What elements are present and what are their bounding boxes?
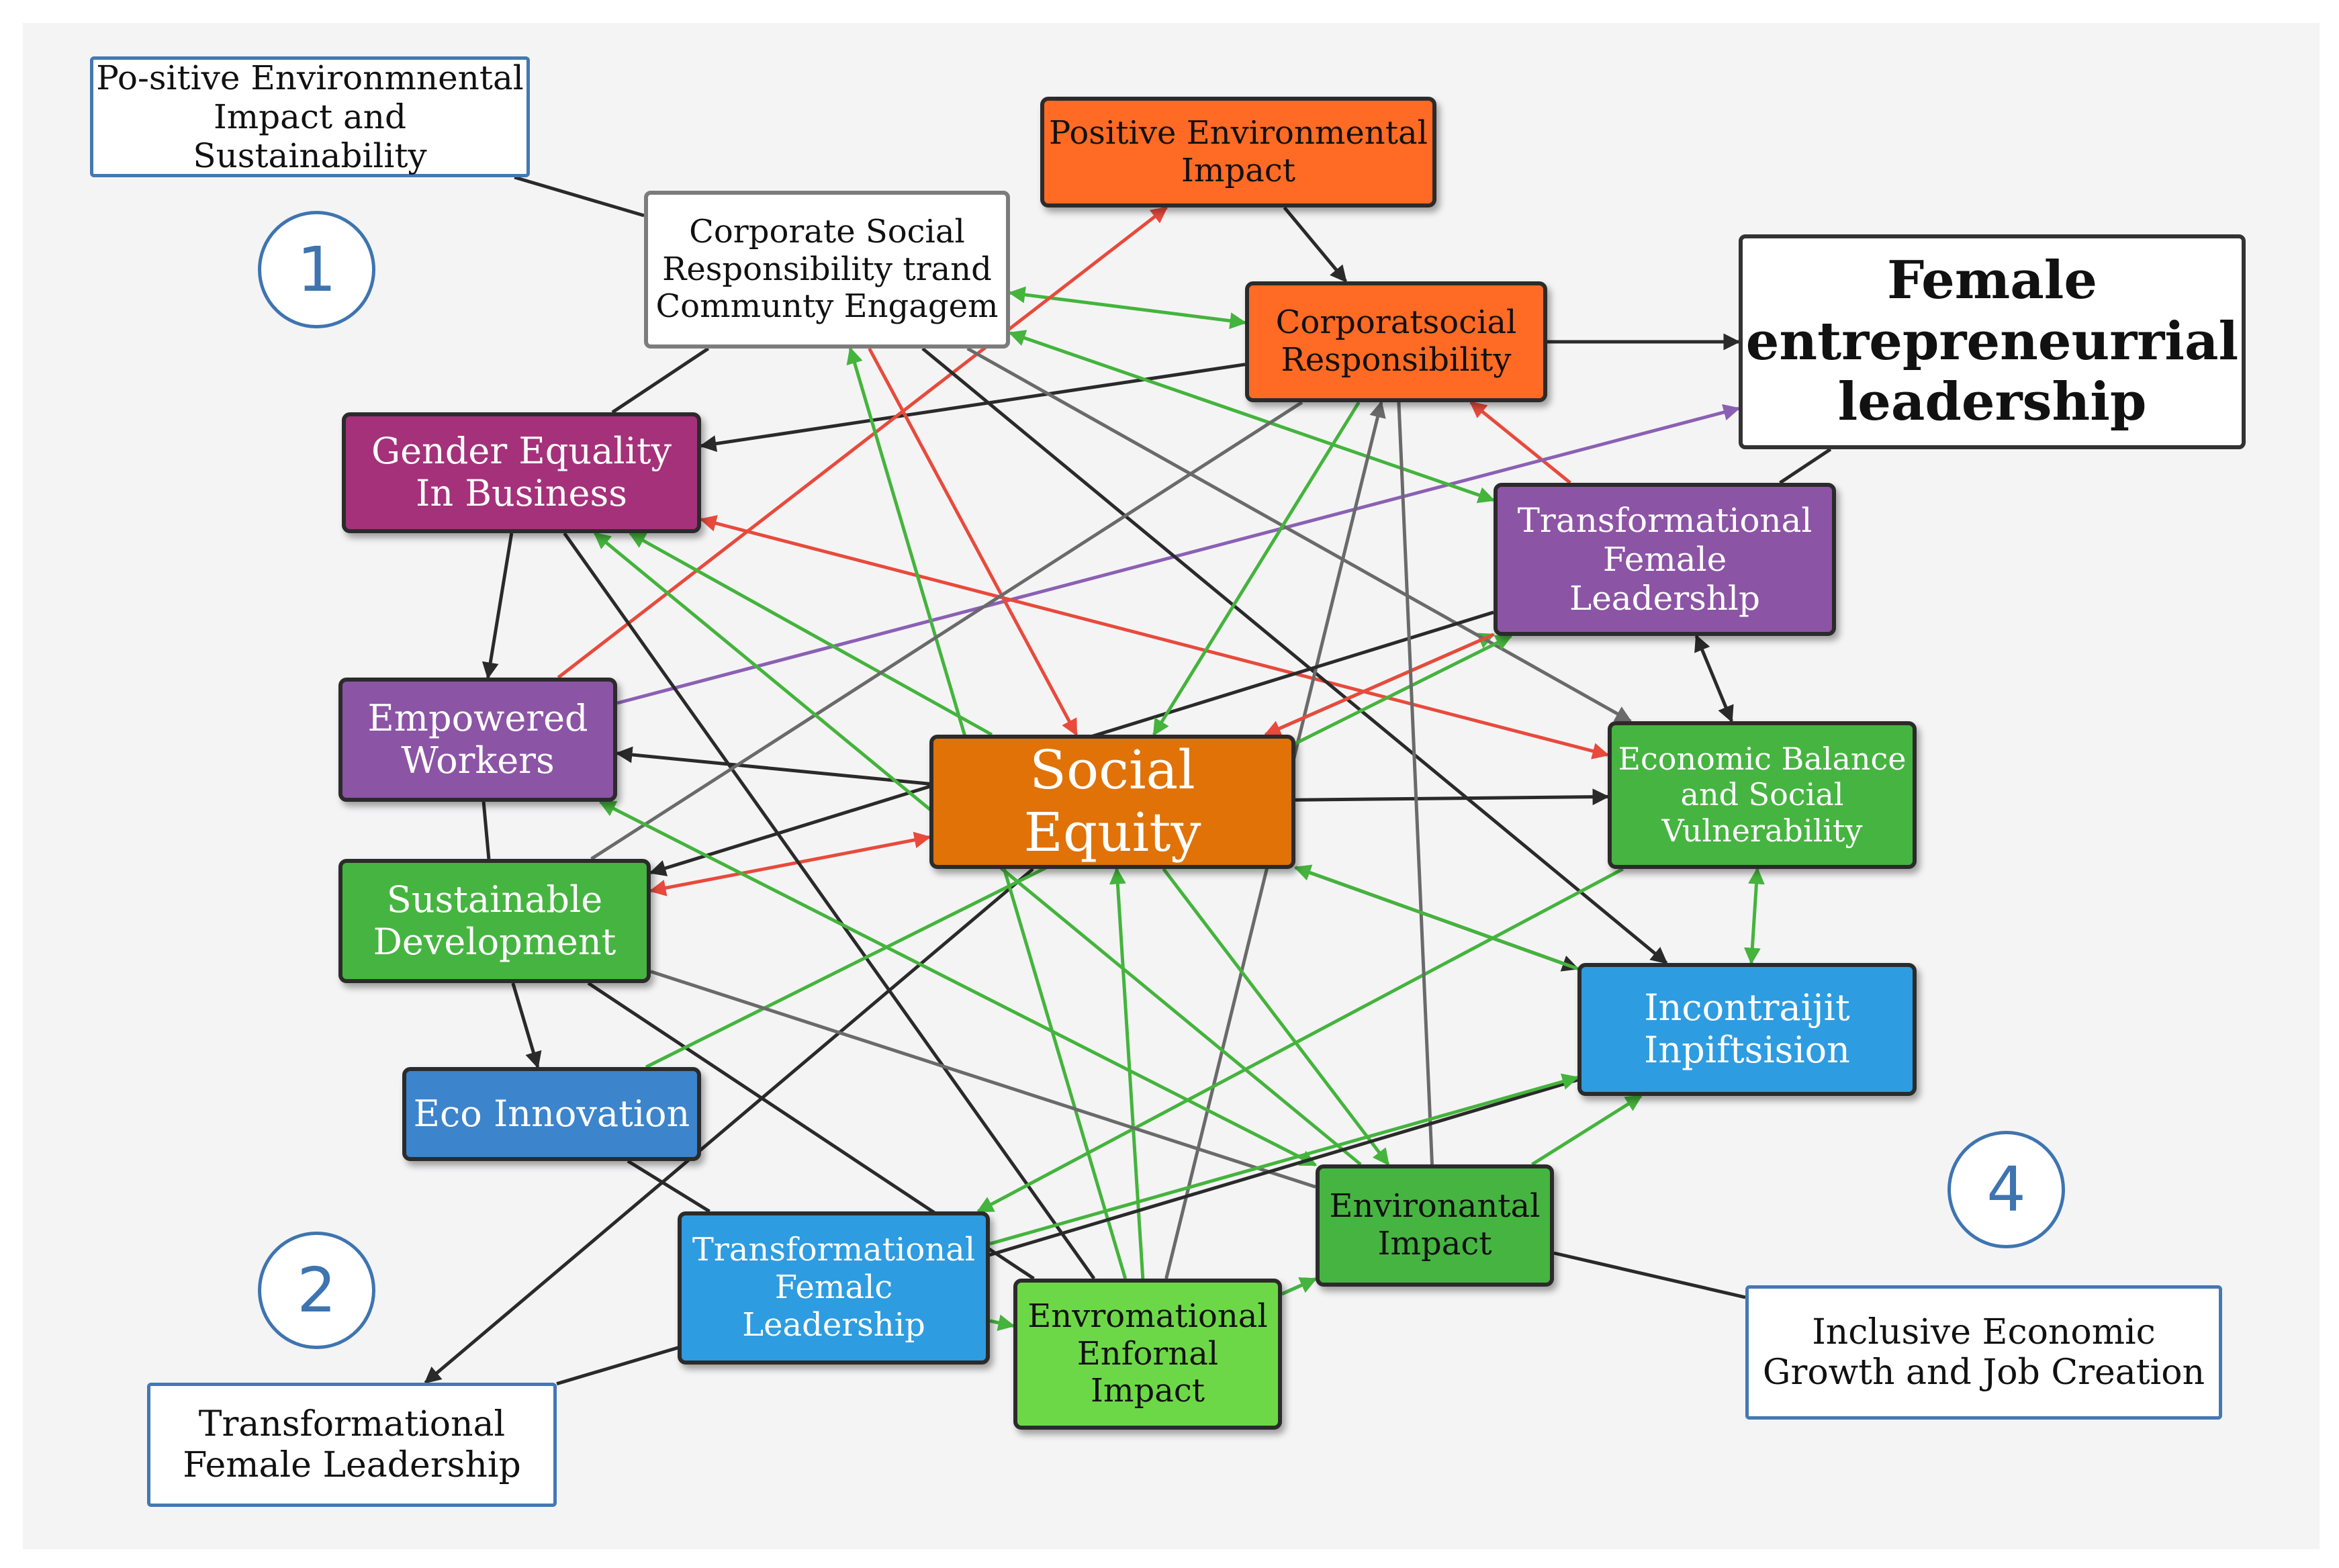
edge-economic-balance-to-incontraijit [1743,867,1765,965]
edge-transformational-bottom-to-envromational [989,1314,1015,1331]
edge-sustainable-development-to-corporatsocial [590,400,1303,861]
edge-gender-equality-to-economic-balance [699,515,1610,759]
edge-transformational-right-to-social-equity [1264,633,1495,737]
gender-equality-node[interactable]: Gender Equality In Business [342,412,701,533]
edge-corporatsocial-to-social-equity [1152,401,1361,737]
transformational-female-leadership-box[interactable]: Transformational Female Leadership [147,1383,557,1507]
edge-empowered-workers-to-positive-env-impact [557,206,1168,679]
edge-environantal-impact-to-incontraijit [1531,1094,1643,1166]
envromational-enfornal-impact-node[interactable]: Envromational Enfornal Impact [1013,1279,1282,1430]
corporatsocial-responsibility-node[interactable]: Corporatsocial Responsibility [1245,281,1547,402]
edge-environantal-impact-to-corporatsocial [1397,402,1434,1165]
economic-balance-node[interactable]: Economic Balance and Social Vulnerabilit… [1608,721,1917,869]
empowered-workers-node[interactable]: Empowered Workers [338,678,617,802]
edge-csr-community-to-corporatsocial [1008,286,1247,330]
social-equity-node[interactable]: Social Equity [929,735,1295,869]
edge-incontraijit-to-social-equity [1293,864,1578,970]
edge-social-equity-to-sustainable-development [649,831,931,896]
edge-social-equity-to-economic-balance [1295,788,1610,806]
inclusive-growth-box[interactable]: Inclusive Economic Growth and Job Creati… [1745,1285,2222,1420]
environantal-impact-node[interactable]: Environantal Impact [1316,1164,1554,1287]
edge-sustainable-development-to-eco-innovation [511,982,542,1069]
csr-community-node[interactable]: Corporate Social Responsibility trand Co… [644,191,1010,349]
section-number-2: 2 [258,1232,375,1349]
edge-csr-community-to-gender-equality [611,347,710,414]
transformational-female-leadership-bottom-node[interactable]: Transformational Femalc Leadership [678,1211,990,1365]
edge-transformational-right-to-corporatsocial [1469,401,1571,484]
edge-empowered-workers-to-sustainable-development [481,801,491,860]
section-number-4: 4 [1947,1131,2065,1248]
sustainable-development-node[interactable]: Sustainable Development [338,859,651,983]
positive-env-sustainability-box[interactable]: Po-sitive Environmnental Impact and Sust… [90,56,530,177]
positive-environmental-impact-node[interactable]: Positive Environmental Impact [1040,97,1436,207]
eco-innovation-node[interactable]: Eco Innovation [402,1067,701,1161]
female-entrepreneurial-leadership-node[interactable]: Female entrepreneurrial leadership [1739,234,2246,449]
edge-gender-equality-to-empowered-workers [481,533,514,680]
edge-eco-innovation-to-transformational-bottom [627,1159,710,1213]
edge-positive-env-impact-to-corporatsocial [1283,206,1348,283]
transformational-female-leadership-right-node[interactable]: Transformational Female Leadershlp [1494,483,1836,636]
edge-social-equity-to-empowered-workers [615,746,930,786]
edge-csr-community-to-transformational-right [1008,330,1496,504]
edge-environantal-impact-to-empowered-workers [598,800,1318,1167]
edge-economic-balance-to-transformational-bottom [976,867,1624,1213]
edge-csr-community-to-social-equity [868,347,1079,737]
edge-transformational-right-to-female-leadership [1779,447,1832,485]
edge-environantal-impact-to-inclusive-growth [1553,1251,1746,1299]
edge-positive-env-sustainability-to-csr-community [514,175,645,218]
diagram-canvas: 1 2 4 Po-sitive Environmnental Impact an… [23,23,2320,1549]
edge-social-equity-to-environantal-impact [1162,868,1390,1166]
edge-transformational-right-to-economic-balance [1694,634,1734,723]
edge-social-equity-to-gender-equality [628,531,993,737]
incontraijit-inpiftsision-node[interactable]: Incontraijit Inpiftsision [1577,963,1917,1096]
edge-envromational-to-environantal-impact [1281,1277,1318,1296]
edge-corporatsocial-to-gender-equality [699,363,1246,453]
section-number-1: 1 [258,211,375,328]
edge-transformational-bottom-to-incontraijit [989,1073,1579,1246]
connection-layer [424,175,1832,1386]
